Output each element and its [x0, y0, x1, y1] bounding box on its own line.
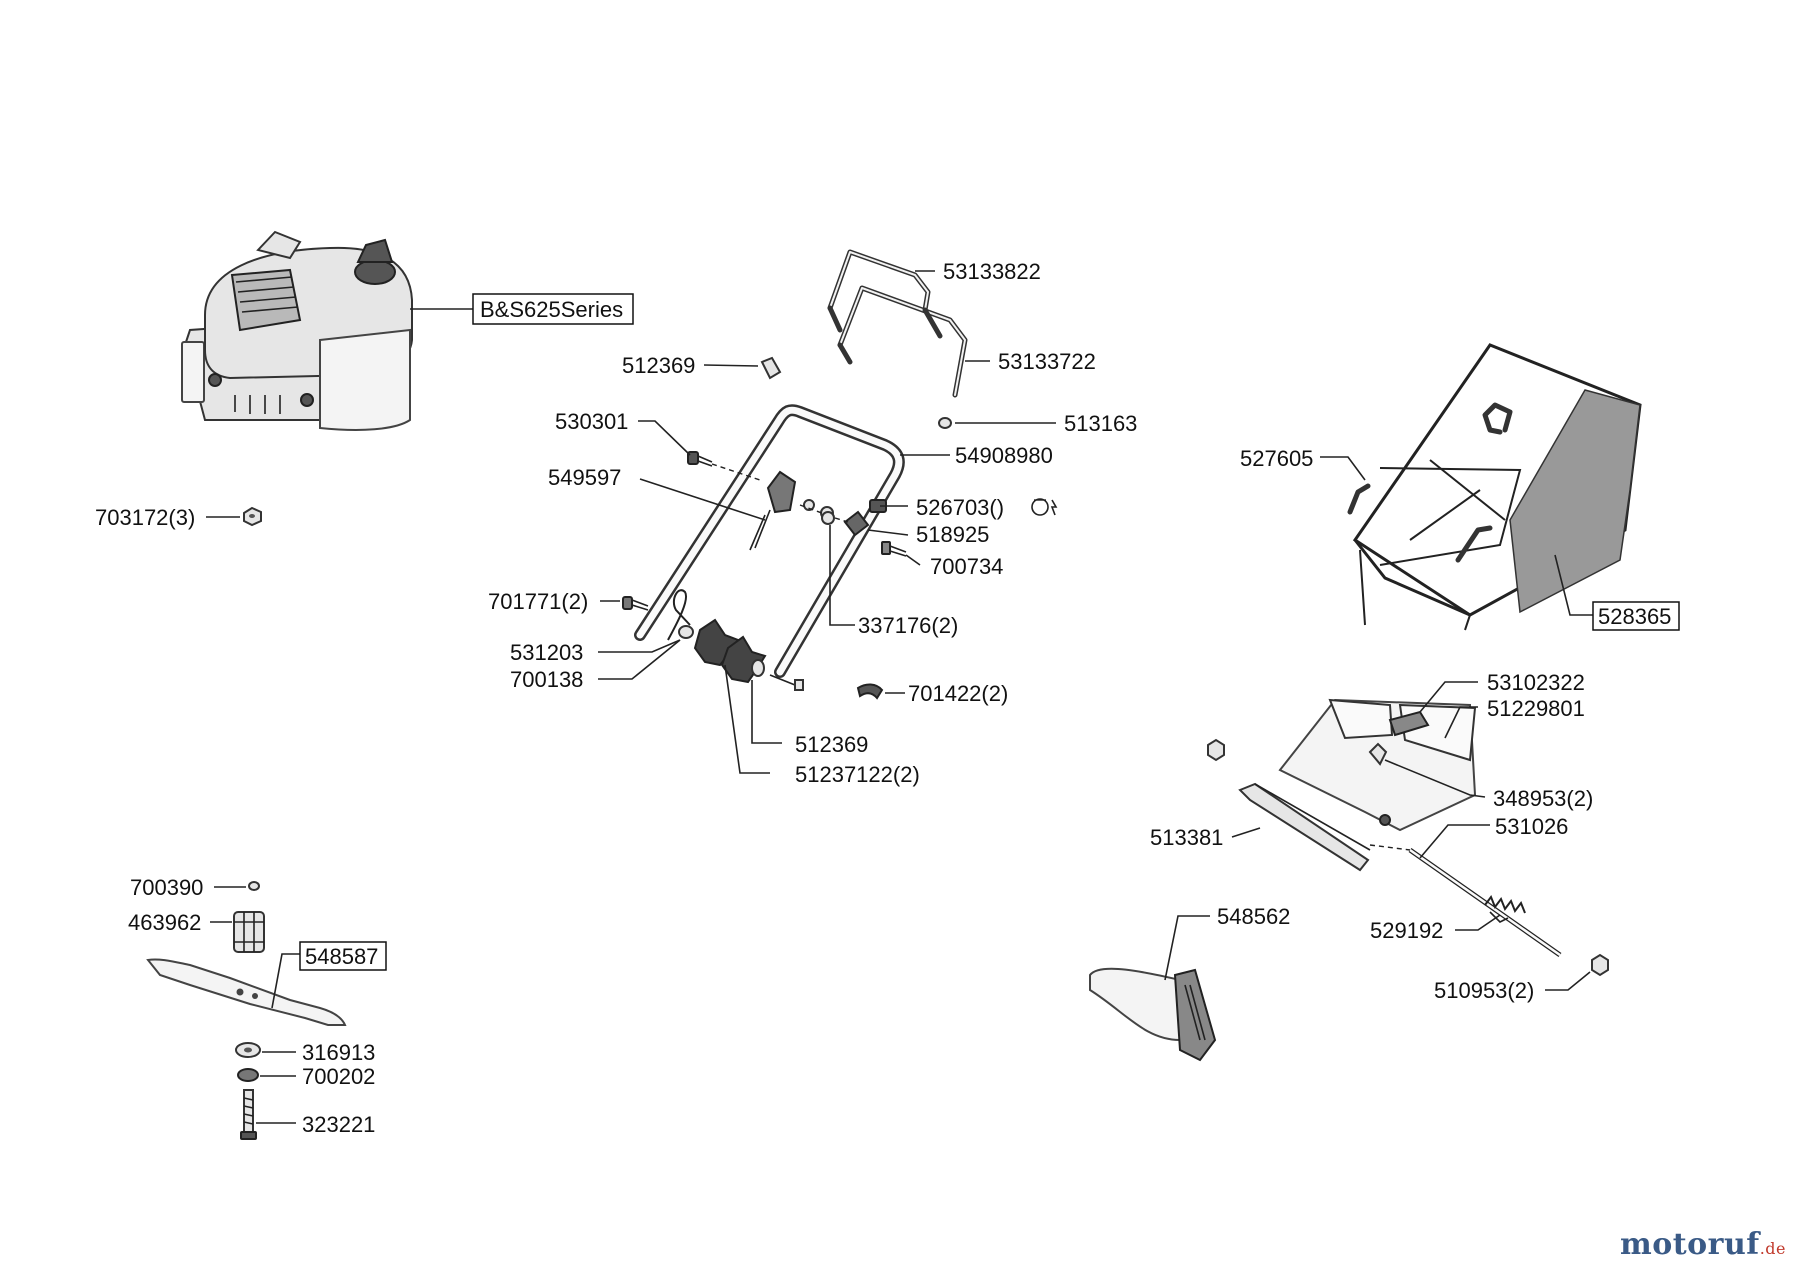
upper-handle-illustration[interactable] — [827, 249, 968, 398]
label-510953: 510953(2) — [1434, 978, 1534, 1003]
label-549597: 549597 — [548, 465, 621, 490]
label-518925: 518925 — [916, 522, 989, 547]
torque-icon — [1031, 498, 1058, 516]
bolt-530301-illustration[interactable] — [687, 451, 713, 467]
bolt-700734-illustration[interactable] — [881, 541, 907, 557]
washer-513163-illustration[interactable] — [938, 417, 952, 429]
rear-flap-illustration[interactable] — [1278, 698, 1477, 832]
label-512369-lower: 512369 — [795, 732, 868, 757]
clip-512369-top-illustration[interactable] — [760, 356, 782, 380]
label-700390: 700390 — [130, 875, 203, 900]
washer-700138-illustration[interactable] — [678, 625, 694, 639]
watermark-tld: .de — [1759, 1239, 1786, 1258]
washer-512369-lower-illustration[interactable] — [751, 659, 765, 677]
spacer-337176-illustration[interactable] — [821, 511, 835, 525]
label-700734: 700734 — [930, 554, 1003, 579]
label-527605: 527605 — [1240, 446, 1313, 471]
label-348953: 348953(2) — [1493, 786, 1593, 811]
cap-700390-illustration[interactable] — [248, 881, 260, 891]
rod-531026-illustration[interactable] — [1408, 847, 1562, 958]
label-531026: 531026 — [1495, 814, 1568, 839]
label-51229801: 51229801 — [1487, 696, 1585, 721]
label-53102322: 53102322 — [1487, 670, 1585, 695]
label-530301: 530301 — [555, 409, 628, 434]
label-701771: 701771(2) — [488, 589, 588, 614]
label-337176: 337176(2) — [858, 613, 958, 638]
watermark-logo[interactable]: motoruf.de — [1620, 1227, 1786, 1262]
label-51237122: 51237122(2) — [795, 762, 920, 787]
label-engine: B&S625Series — [480, 297, 623, 322]
label-512369-top: 512369 — [622, 353, 695, 378]
nut-703172-illustration[interactable] — [243, 506, 262, 527]
label-528365: 528365 — [1598, 604, 1671, 629]
blade-548587-illustration[interactable] — [146, 958, 347, 1026]
bolt-323221-illustration[interactable] — [240, 1089, 257, 1140]
label-703172: 703172(3) — [95, 505, 195, 530]
grass-catcher-illustration[interactable] — [1347, 343, 1642, 631]
label-513163: 513163 — [1064, 411, 1137, 436]
label-316913: 316913 — [302, 1040, 375, 1065]
mulch-plug-548562-illustration[interactable] — [1089, 967, 1217, 1062]
bolt-lower-handle-illustration[interactable] — [769, 674, 804, 691]
label-53133722: 53133722 — [998, 349, 1096, 374]
label-53133822: 53133822 — [943, 259, 1041, 284]
clip-701422-illustration[interactable] — [856, 683, 884, 700]
label-323221: 323221 — [302, 1112, 375, 1137]
adapter-463962-illustration[interactable] — [233, 911, 265, 953]
label-531203: 531203 — [510, 640, 583, 665]
label-700202: 700202 — [302, 1064, 375, 1089]
lever-549597-illustration[interactable] — [749, 470, 797, 551]
spring-531203-illustration[interactable] — [667, 589, 691, 641]
washer-700202-illustration[interactable] — [237, 1068, 259, 1082]
lower-handle-illustration[interactable] — [634, 404, 905, 678]
bolt-701771-illustration[interactable] — [622, 596, 649, 611]
label-54908980: 54908980 — [955, 443, 1053, 468]
nut-510953-right-illustration[interactable] — [1591, 953, 1609, 977]
label-513381: 513381 — [1150, 825, 1223, 850]
label-548587: 548587 — [305, 944, 378, 969]
nut-510953-left-illustration[interactable] — [1207, 738, 1225, 762]
washer-316913-illustration[interactable] — [235, 1042, 261, 1058]
label-548562: 548562 — [1217, 904, 1290, 929]
label-526703: 526703() — [916, 495, 1004, 520]
mulch-bar-513381-illustration[interactable] — [1238, 782, 1371, 872]
label-700138: 700138 — [510, 667, 583, 692]
watermark-main: motoruf — [1620, 1227, 1760, 1262]
label-701422: 701422(2) — [908, 681, 1008, 706]
label-463962: 463962 — [128, 910, 201, 935]
engine-illustration[interactable] — [181, 230, 413, 431]
spring-529192-illustration[interactable] — [1484, 894, 1526, 923]
label-529192: 529192 — [1370, 918, 1443, 943]
